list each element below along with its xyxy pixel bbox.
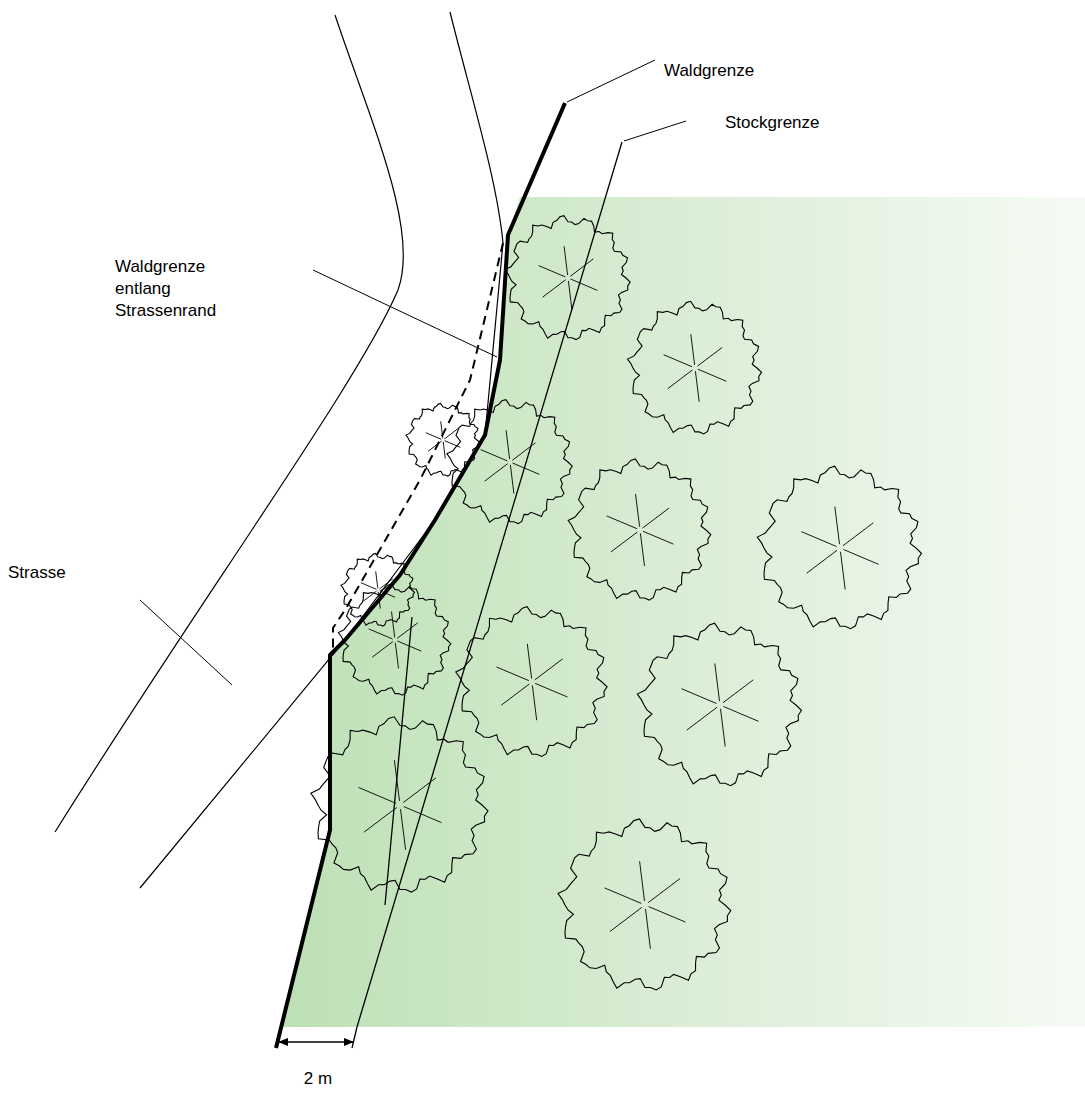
tree-branch: [643, 531, 673, 544]
tree-branch: [543, 280, 566, 298]
tree-branch: [570, 259, 593, 277]
tree-branch: [571, 279, 598, 290]
stock-boundary: [357, 142, 622, 1027]
tree-branch: [640, 861, 645, 901]
tree-branch: [682, 689, 717, 704]
tree-branch: [643, 508, 669, 528]
boundary-label: Stockgrenze: [725, 112, 820, 134]
tree-branch: [721, 709, 726, 747]
tree-branch: [610, 907, 642, 931]
tree-branch: [497, 667, 529, 681]
tree-branch: [372, 642, 393, 658]
tree-branch: [835, 507, 840, 545]
tree-branch: [640, 533, 644, 566]
boundary-label: Waldgrenze: [664, 60, 754, 82]
tree-branch: [691, 334, 695, 365]
tree-branch: [443, 442, 445, 459]
tree-branch: [485, 464, 508, 482]
stock-boundary: [385, 617, 412, 905]
road-label: Strasse: [8, 562, 66, 584]
tree-branch: [807, 550, 837, 573]
tree-branch: [532, 686, 536, 721]
tree-branch: [361, 583, 377, 590]
tree-crown: [757, 466, 921, 629]
tree-branch: [648, 879, 680, 903]
leader-line: [140, 600, 232, 685]
tree-crown: [341, 553, 415, 626]
tree-crown: [628, 301, 762, 434]
dimension-line: [279, 1041, 353, 1043]
tree-branch: [607, 516, 637, 529]
forest-area: [283, 197, 1085, 1027]
callout-label: Waldgrenze entlang Strassenrand: [115, 256, 237, 322]
tree-branch: [723, 680, 753, 703]
tree-crown: [338, 584, 450, 695]
tree-branch: [501, 684, 529, 705]
tree-branch: [481, 450, 508, 461]
tree-branch: [376, 571, 378, 588]
tree-branch: [668, 370, 693, 389]
tree-branch: [564, 246, 568, 275]
tree-branch: [568, 281, 572, 310]
tree-branch: [512, 443, 535, 461]
dimension-label: 2 m: [304, 1068, 332, 1090]
tree-crown: [311, 717, 488, 892]
tree-crown: [568, 459, 711, 600]
tree-branch: [506, 430, 510, 459]
tree-branch: [646, 909, 651, 949]
tree-branch: [363, 591, 377, 601]
tree-branch: [444, 429, 458, 439]
tree-crown: [505, 216, 630, 340]
tree-branch: [724, 707, 759, 722]
tree-crown: [637, 623, 801, 786]
tree-branch: [636, 494, 640, 527]
tree-branch: [369, 629, 393, 639]
dimension-tick: [352, 1027, 357, 1048]
tree-branch: [513, 463, 540, 474]
tree-branch: [392, 612, 395, 638]
tree-branch: [395, 643, 398, 669]
tree-branch: [844, 550, 879, 565]
tree-branch: [527, 644, 531, 679]
leader-line: [624, 121, 686, 141]
tree-branch: [715, 664, 720, 702]
tree-branch: [611, 532, 637, 552]
tree-branch: [698, 347, 723, 366]
tree-branch: [535, 659, 563, 680]
tree-branch: [649, 907, 686, 923]
tree-branch: [605, 888, 642, 904]
tree-branch: [445, 441, 461, 448]
tree-branch: [843, 523, 873, 546]
tree-branch: [401, 809, 406, 850]
tree-branch: [426, 433, 442, 440]
tree-branch: [841, 552, 846, 590]
tree-crown: [456, 607, 607, 757]
forest-boundary: [276, 103, 565, 1048]
tree-branch: [539, 266, 566, 277]
tree-branch: [510, 465, 514, 494]
tree-branch: [664, 355, 693, 367]
tree-crown: [558, 819, 731, 990]
leader-line: [313, 270, 497, 357]
road-edge: [55, 15, 403, 832]
tree-branch: [695, 371, 699, 402]
tree-branch: [687, 707, 717, 730]
tree-branch: [535, 683, 567, 697]
tree-branch: [698, 369, 727, 381]
leader-line: [567, 60, 655, 102]
road-edge: [140, 12, 503, 888]
tree-branch: [397, 623, 418, 639]
tree-branch: [359, 787, 397, 803]
tree-branch: [802, 532, 837, 547]
